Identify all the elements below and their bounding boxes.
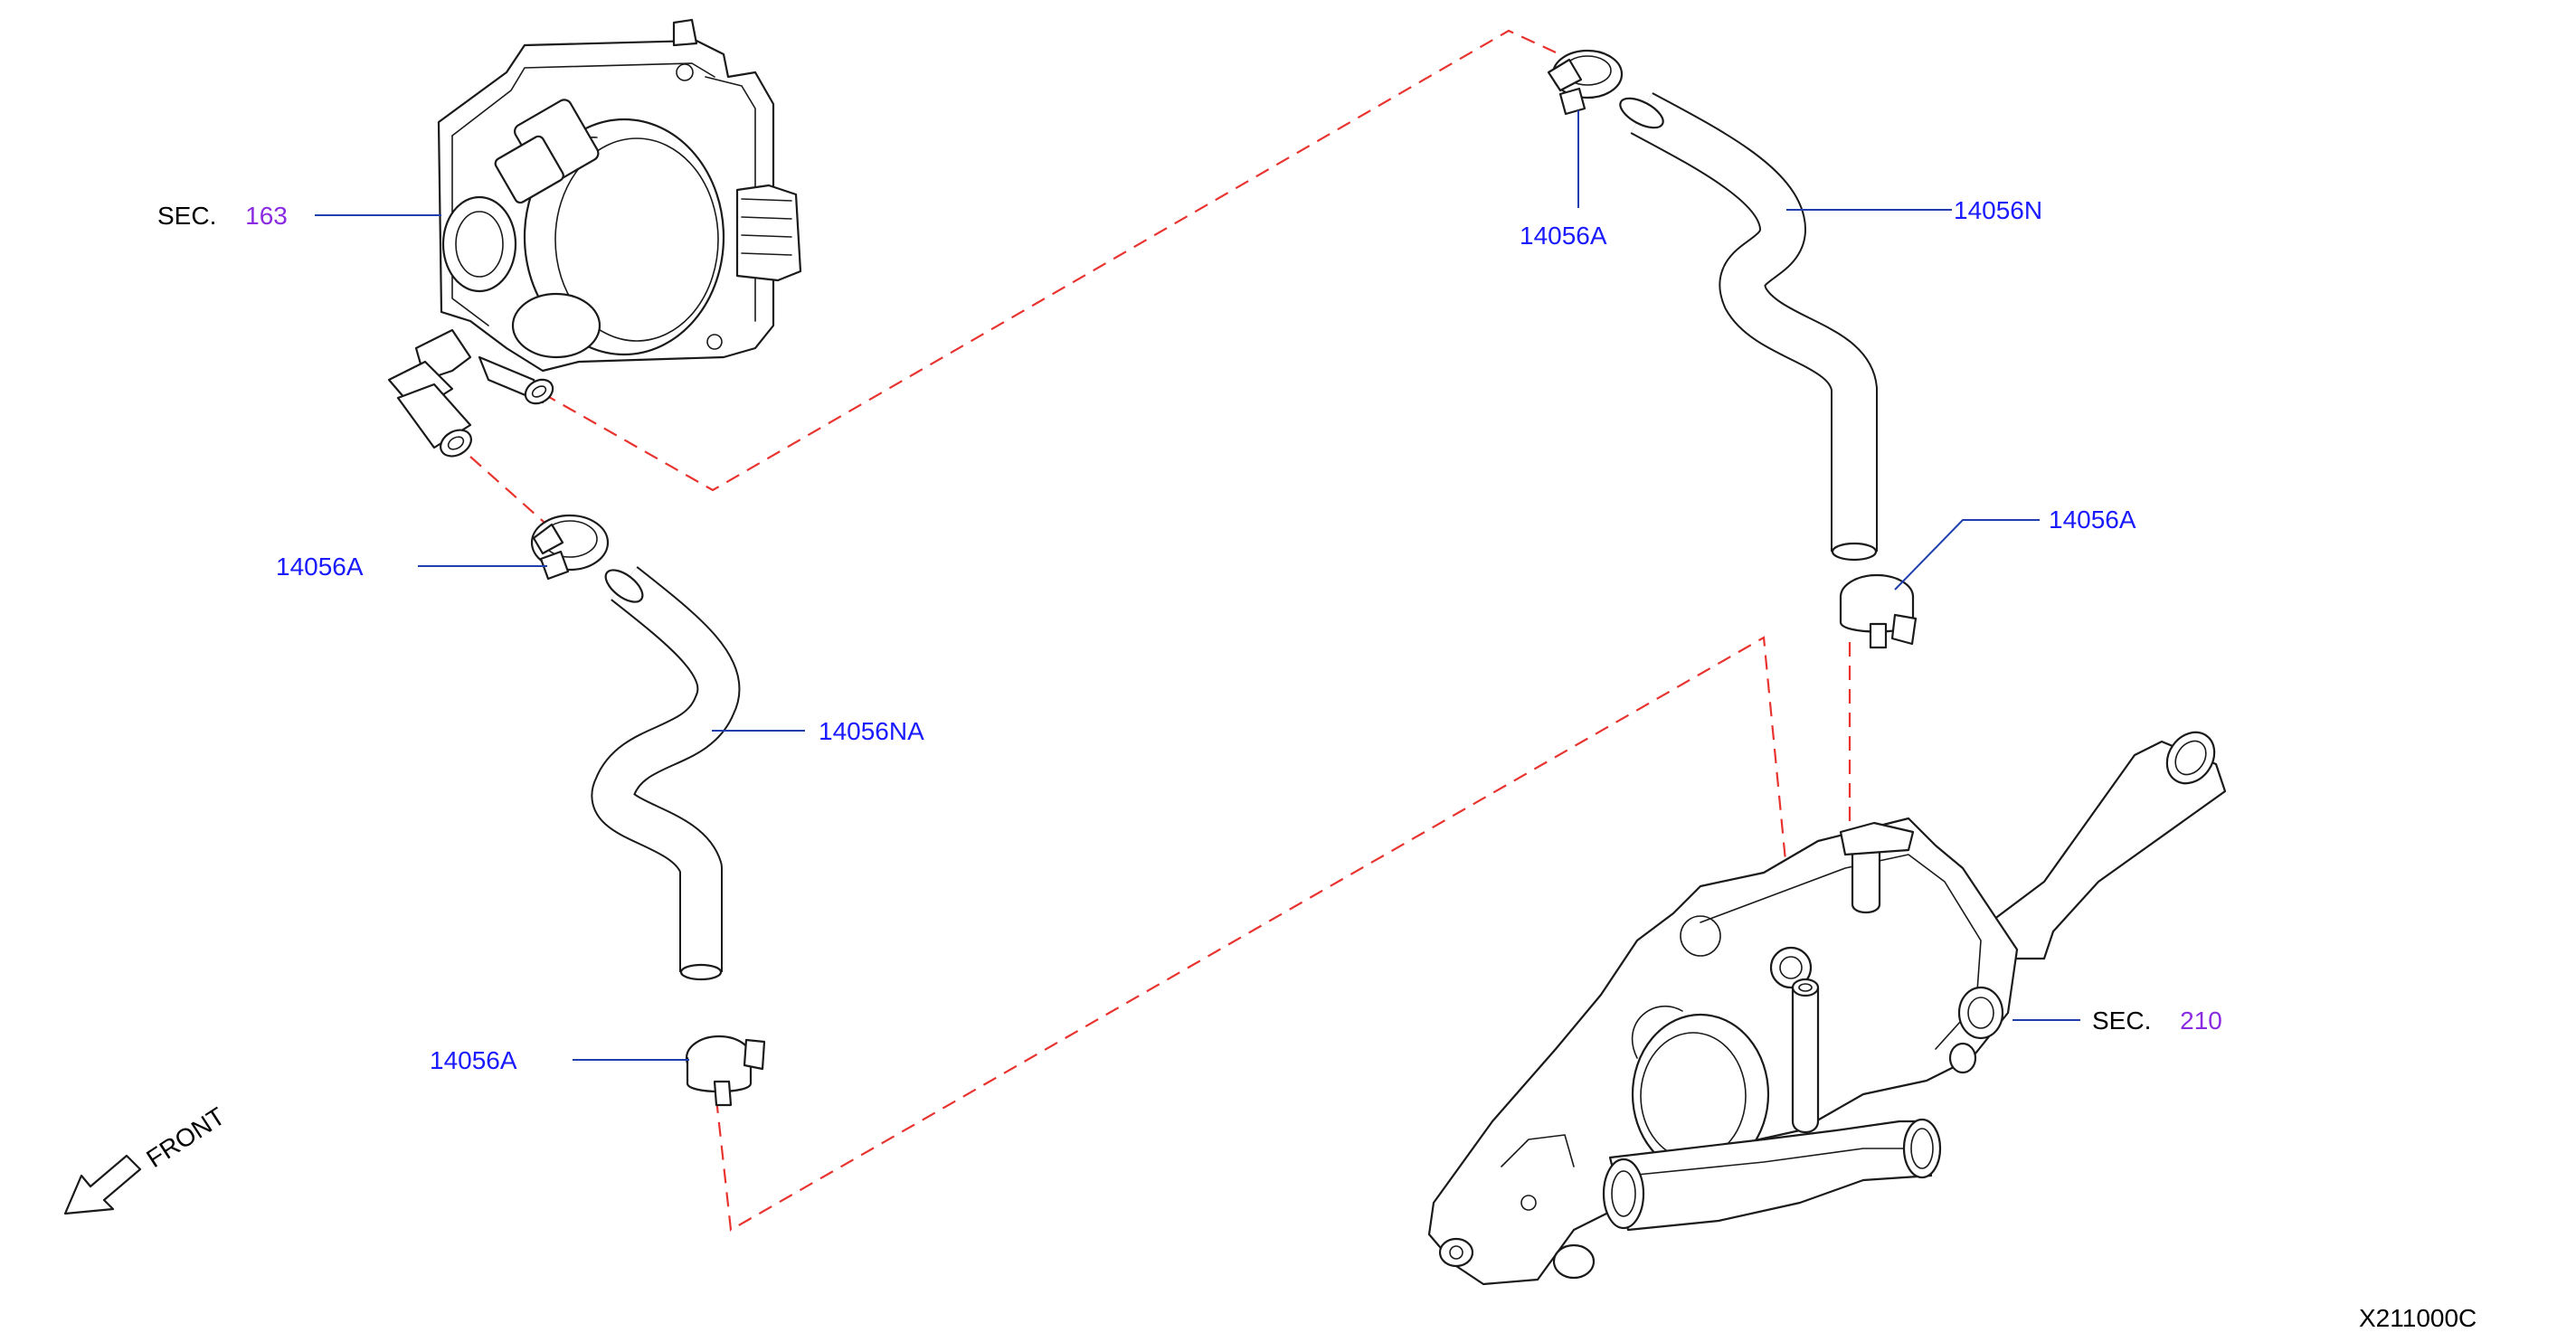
hose-right-14056N: [1619, 92, 1878, 562]
clamp-lower-left: [685, 1035, 766, 1107]
part-label-14056N[interactable]: 14056N: [1954, 196, 2042, 224]
throttle-body-illustration: [387, 18, 802, 458]
diagram-code: X211000C: [2359, 1304, 2477, 1332]
clamp-top-right: [1547, 49, 1624, 116]
part-label-14056A-lower-left[interactable]: 14056A: [430, 1046, 517, 1074]
leader-clamp-right-mid: [1894, 519, 2040, 591]
clamp-right-mid: [1839, 573, 1918, 649]
sec-163-label[interactable]: SEC. 163: [157, 202, 288, 230]
part-label-14056A-right-mid[interactable]: 14056A: [2049, 506, 2136, 534]
hose-left-14056NA: [591, 566, 741, 981]
leader-lines: [315, 110, 2080, 1061]
part-label-14056A-upper-left[interactable]: 14056A: [276, 553, 364, 581]
guide-throttle-to-left-clamp: [469, 456, 553, 530]
part-label-14056NA[interactable]: 14056NA: [819, 717, 924, 745]
sec-210-label[interactable]: SEC. 210: [2092, 1007, 2222, 1035]
guide-throttle-to-top-clamp: [542, 29, 1557, 492]
front-label: FRONT: [141, 1102, 230, 1174]
clamp-upper-left: [530, 514, 610, 581]
routing-guides: [469, 29, 1852, 1232]
thermostat-housing-illustration: [1427, 731, 2227, 1286]
guide-left-clamp-to-housing: [715, 636, 1797, 1232]
part-label-14056A-top-right[interactable]: 14056A: [1520, 222, 1607, 250]
front-arrow-icon: [63, 1154, 142, 1215]
